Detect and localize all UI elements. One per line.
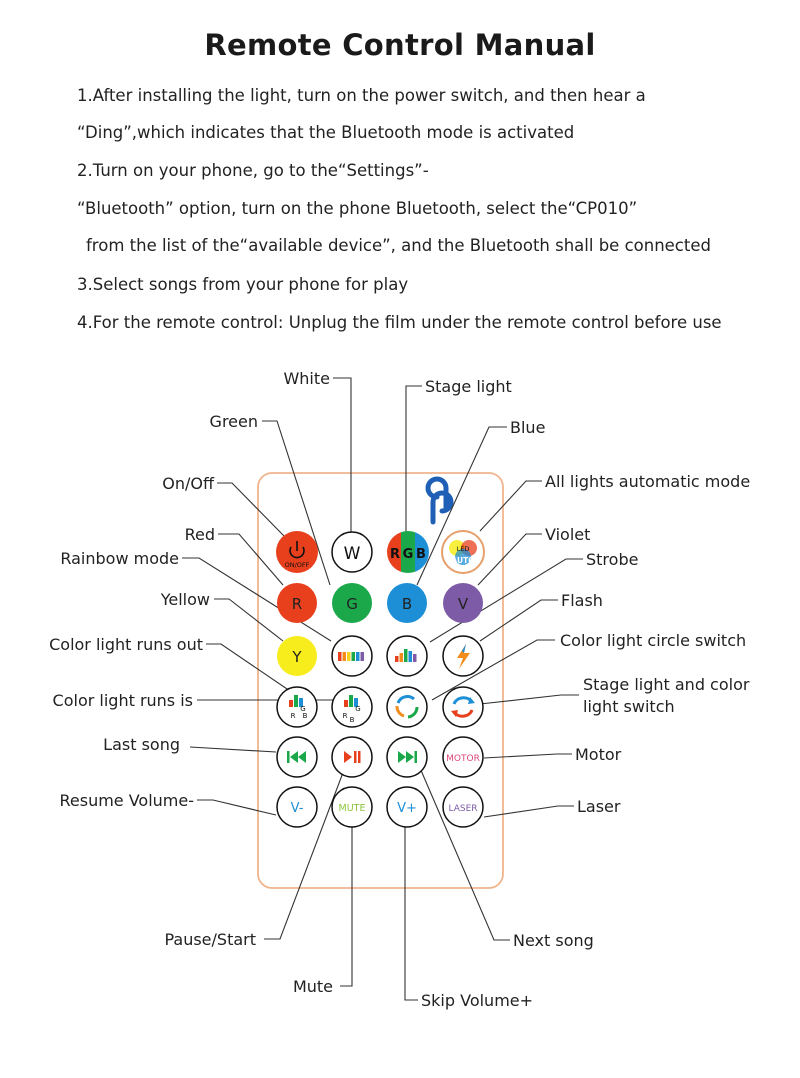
instruction-line-3: 2.Turn on your phone, go to the“Settings… [77,161,429,180]
yellow-button-label: Y [291,648,302,666]
remote-body [257,472,504,889]
label-on-off: On/Off [162,474,215,493]
green-button[interactable] [332,583,372,623]
label-skip-volume: Skip Volume+ [421,991,533,1010]
label-yellow: Yellow [160,590,210,609]
instruction-line-4: “Bluetooth” option, turn on the phone Bl… [77,199,638,218]
play-pause-icon [344,751,361,763]
mute-button-label: MUTE [339,803,366,814]
label-runs-out: Color light runs out [49,635,203,654]
white-button[interactable] [331,531,373,573]
label-strobe: Strobe [586,550,638,569]
rainbow-bars-icon [338,652,364,661]
cycle-arrows-icon [395,694,419,719]
label-green: Green [210,412,258,431]
brand-logo [425,476,454,525]
white-button-label: W [344,544,361,564]
laser-button[interactable] [442,786,484,828]
auto-label: AUTO [451,556,474,565]
runs-is-g: G [300,705,305,713]
onoff-button-label: ON/OFF [285,561,310,569]
label-circle-switch: Color light circle switch [560,631,746,650]
rgb-bars-icon [344,695,358,707]
label-resume-volume: Resume Volume- [59,791,194,810]
label-red: Red [185,525,215,544]
label-flash: Flash [561,591,603,610]
instruction-line-5: from the list of the“available device”, … [86,236,711,255]
power-icon [289,546,305,559]
motor-button-label: MOTOR [446,754,480,764]
red-button-label: R [292,595,302,613]
runs-out-r: R [343,712,348,720]
instruction-line-6: 3.Select songs from your phone for play [77,275,409,294]
label-next-song: Next song [513,931,594,950]
label-stage-color-1: Stage light and color [583,675,750,694]
yellow-button[interactable] [277,636,317,676]
mute-button[interactable] [331,786,373,828]
label-laser: Laser [577,797,621,816]
rgb-button[interactable] [387,531,429,573]
label-all-auto: All lights automatic mode [545,472,750,491]
led-label: LED [457,545,470,553]
previous-icon [287,751,306,763]
rgb-bars-icon [289,695,303,707]
red-button[interactable] [277,583,317,623]
next-icon [398,751,417,763]
stage-color-switch-button[interactable] [442,686,484,728]
volume-down-label: V- [291,801,304,816]
volume-up-label: V+ [397,801,417,816]
label-mute: Mute [293,977,333,996]
runs-out-g: G [355,705,360,713]
label-violet: Violet [545,525,590,544]
runs-is-r: R [291,712,296,720]
label-last-song: Last song [103,735,180,754]
instruction-line-7: 4.For the remote control: Unplug the fil… [77,313,722,332]
green-button-label: G [346,595,358,613]
volume-down-button[interactable] [276,786,318,828]
rgb-r-label: R [390,547,400,562]
motor-button[interactable] [442,736,484,778]
violet-button[interactable] [443,583,483,623]
lightning-icon [457,644,470,669]
page-title: Remote Control Manual [204,28,596,62]
label-pause-start: Pause/Start [164,930,256,949]
label-rainbow: Rainbow mode [60,549,179,568]
instruction-line-2: “Ding”,which indicates that the Bluetoot… [77,123,575,142]
laser-button-label: LASER [448,804,477,814]
runs-out-b: B [350,716,355,724]
rgb-b-label: B [416,547,426,562]
blue-button-label: B [402,595,412,613]
power-button[interactable] [276,531,318,573]
label-runs-is: Color light runs is [53,691,193,710]
violet-button-label: V [458,595,469,613]
leader-lines [182,377,583,1001]
instruction-line-1: 1.After installing the light, turn on th… [77,86,646,105]
label-white: White [283,369,330,388]
label-stage-light: Stage light [425,377,512,396]
runs-is-b: B [303,712,308,720]
label-motor: Motor [575,745,622,764]
circle-switch-button[interactable] [386,686,428,728]
rgb-g-label: G [403,547,414,562]
label-blue: Blue [510,418,545,437]
volume-up-button[interactable] [386,786,428,828]
equalizer-icon [395,649,417,662]
label-stage-color-2: light switch [583,697,675,716]
blue-button[interactable] [387,583,427,623]
